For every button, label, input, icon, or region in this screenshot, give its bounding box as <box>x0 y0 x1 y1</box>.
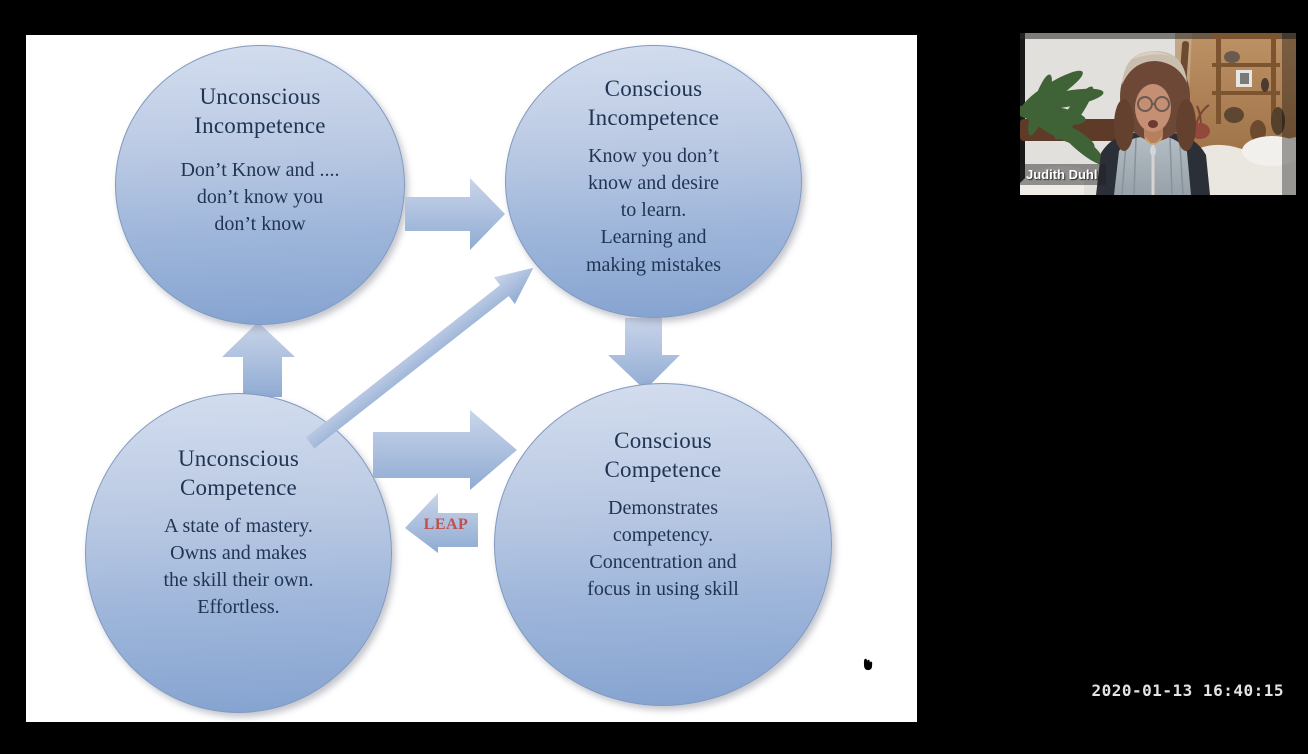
arrow-right-icon <box>405 178 505 250</box>
arrow-up-icon <box>222 322 295 397</box>
participant-video-tile[interactable]: Judith Duhl <box>1020 33 1296 195</box>
stage-title: Unconscious Competence <box>177 446 300 501</box>
stage-circle-conscious-competence: Conscious Competence Demonstrates compet… <box>494 383 832 706</box>
participant-name-label: Judith Duhl <box>1020 164 1106 185</box>
stage-description: A state of mastery. Owns and makes the s… <box>163 514 314 619</box>
recording-timestamp: 2020-01-13 16:40:15 <box>1091 681 1284 700</box>
stage-description: Don’t Know and .... don’t know you don’t… <box>180 158 340 236</box>
arrow-right-large-icon <box>373 410 517 490</box>
stage-circle-conscious-incompetence: Conscious Incompetence Know you don’t kn… <box>505 45 802 318</box>
stage-title: Unconscious Incompetence <box>194 84 326 139</box>
stage-description: Demonstrates competency. Concentration a… <box>587 496 739 601</box>
shared-screen-slide: Unconscious Incompetence Don’t Know and … <box>26 35 917 722</box>
webcam-scene <box>1020 33 1296 195</box>
stage-title: Conscious Competence <box>604 428 722 483</box>
stage-description: Know you don’t know and desire to learn.… <box>586 144 721 276</box>
hand-cursor-icon <box>858 655 878 675</box>
stage-circle-unconscious-competence: Unconscious Competence A state of master… <box>85 393 392 713</box>
leap-label-wrap: LEAP <box>405 493 478 553</box>
arrow-down-icon <box>608 318 680 390</box>
stage-title: Conscious Incompetence <box>587 76 720 131</box>
stage-circle-unconscious-incompetence: Unconscious Incompetence Don’t Know and … <box>115 45 405 325</box>
leap-label: LEAP <box>423 516 469 533</box>
